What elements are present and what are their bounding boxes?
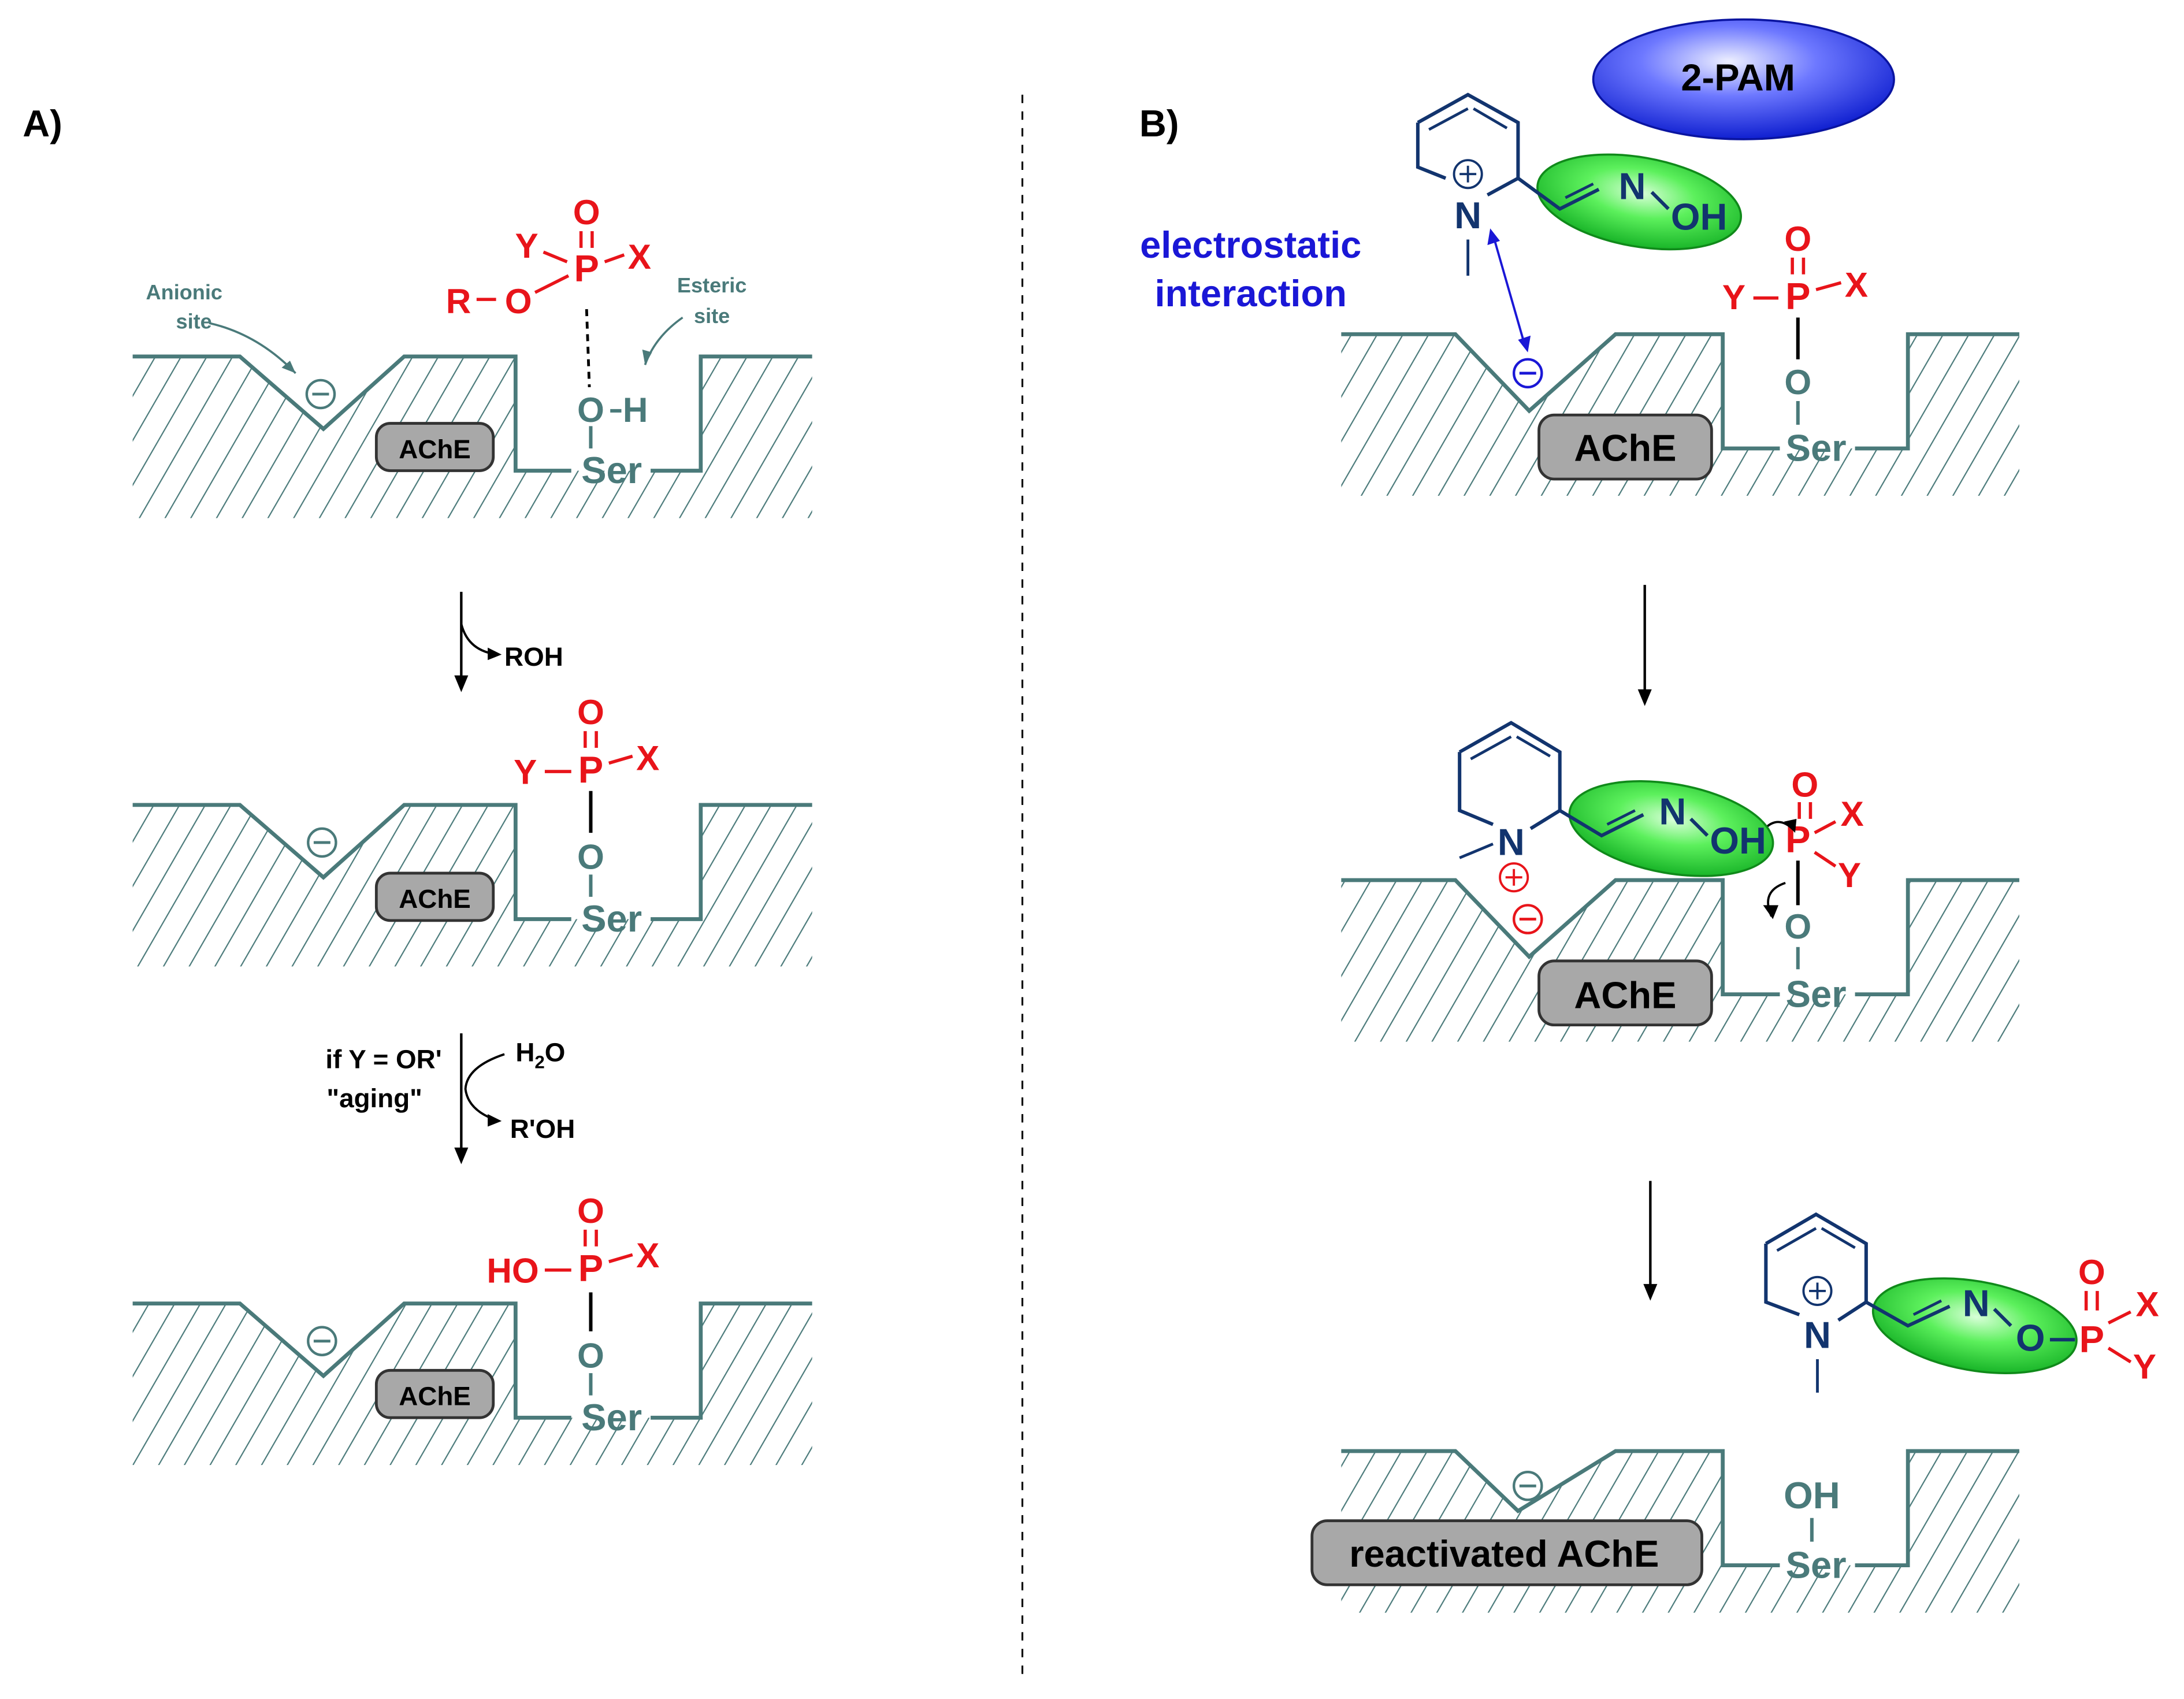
pam-badge: 2-PAM — [1592, 18, 1895, 140]
oxygen-top: O — [2078, 1252, 2105, 1292]
oxime-oxygen: O — [2016, 1317, 2045, 1359]
panel-b-stage-2: AChE Ser O P O X Y N N OH — [1341, 721, 2019, 1042]
ring-nitrogen: N — [1804, 1314, 1831, 1356]
aging-name: "aging" — [326, 1084, 422, 1113]
ache-label: AChE — [1574, 974, 1676, 1017]
anionic-site-label-2: site — [176, 310, 212, 333]
interaction-label: interaction — [1154, 272, 1347, 314]
esteric-site-label: Esteric — [677, 273, 746, 297]
oxime-nitrogen: N — [1963, 1282, 1990, 1324]
ache-label: AChE — [399, 435, 471, 464]
oxygen-link: O — [505, 281, 532, 321]
substituent-y: Y — [1838, 855, 1861, 895]
ache-label: AChE — [1574, 427, 1676, 469]
substituent-y: Y — [515, 226, 538, 265]
pam-label: 2-PAM — [1681, 57, 1795, 99]
ache-box — [1310, 1519, 1703, 1586]
ser-oxygen: O — [1784, 362, 1811, 402]
positive-charge-icon — [1802, 1275, 1833, 1306]
oxygen-top: O — [577, 692, 604, 732]
phosphorus: P — [574, 247, 599, 290]
oxime-hydroxyl: OH — [1671, 196, 1728, 238]
oxime-hydroxyl: OH — [1710, 819, 1766, 862]
ser-label: Ser — [1786, 973, 1847, 1015]
ser-label: Ser — [581, 1396, 642, 1438]
substituent-x: X — [1841, 794, 1864, 833]
substituent-y: Y — [2133, 1347, 2156, 1386]
oxygen-top: O — [573, 192, 600, 232]
ser-label: Ser — [581, 897, 642, 940]
panel-b-stage-1: AChE Ser O P O Y X N N OH — [1341, 92, 2019, 496]
byproduct-roh-prime: R'OH — [510, 1114, 575, 1144]
ser-label: Ser — [1786, 1544, 1847, 1586]
step-arrow-1: ROH — [454, 592, 563, 692]
phosphorus: P — [578, 1247, 603, 1289]
ser-oxygen: O — [577, 390, 604, 429]
oxygen-top: O — [577, 1191, 604, 1230]
substituent-x: X — [636, 739, 659, 778]
substituent-x: X — [628, 237, 651, 276]
substituent-x: X — [1845, 265, 1868, 304]
pyridine-ring — [1764, 1212, 1868, 1316]
ache-label: AChE — [399, 1382, 471, 1411]
substituent-y: Y — [514, 752, 537, 792]
ache-box — [1537, 959, 1713, 1027]
substituent-x: X — [636, 1236, 659, 1275]
oxygen-top: O — [1784, 219, 1811, 258]
esteric-site-label-2: site — [694, 304, 730, 328]
ring-nitrogen: N — [1454, 194, 1481, 236]
anionic-site-label: Anionic — [146, 280, 222, 304]
ache-box — [374, 871, 495, 922]
panel-b-label: B) — [1139, 102, 1179, 144]
hydroxyl-ho: HO — [486, 1251, 538, 1290]
ser-oxygen: O — [577, 1336, 604, 1375]
step-arrow-b1 — [1637, 585, 1652, 706]
ache-box — [374, 422, 495, 472]
substituent-r: R — [446, 281, 471, 321]
electrostatic-label: electrostatic — [1140, 224, 1361, 266]
oxime-highlight — [1536, 153, 1743, 251]
aging-condition: if Y = OR' — [325, 1044, 441, 1074]
panel-a-label: A) — [23, 102, 62, 144]
ache-box — [1537, 413, 1713, 481]
ser-oxygen: O — [1784, 907, 1811, 946]
positive-charge-icon — [1453, 159, 1483, 190]
ache-label: AChE — [399, 884, 471, 914]
step-arrow-2: if Y = OR' "aging" H2O R'OH — [325, 1033, 575, 1164]
positive-charge-icon — [1499, 862, 1529, 893]
ser-oxygen: O — [577, 837, 604, 877]
panel-a-stage-1: AChE Ser O H P O Y X O R Anionic site Es… — [132, 192, 812, 518]
ser-label: Ser — [581, 449, 642, 491]
panel-a-stage-3: AChE Ser O P O HO X — [132, 1191, 812, 1466]
ache-box — [374, 1368, 495, 1419]
oxime-nitrogen: N — [1619, 165, 1646, 207]
byproduct-roh: ROH — [504, 642, 563, 672]
oxime-nitrogen: N — [1659, 791, 1686, 833]
oxime-highlight — [1568, 780, 1774, 877]
ser-label: Ser — [1786, 427, 1847, 469]
panel-b-stage-3: reactivated AChE Ser OH N N O P O X Y — [1310, 1212, 2159, 1613]
pyridine-ring — [1458, 721, 1562, 826]
phosphorus: P — [2079, 1318, 2104, 1360]
panel-a-stage-2: AChE Ser O P O Y X — [132, 692, 812, 967]
ring-nitrogen: N — [1498, 821, 1525, 863]
phosphorus: P — [578, 748, 603, 791]
step-arrow-b2 — [1643, 1181, 1658, 1301]
ache-label: reactivated AChE — [1349, 1533, 1659, 1575]
oxygen-top: O — [1791, 765, 1818, 804]
ser-hydrogen: H — [623, 390, 648, 429]
substituent-x: X — [2136, 1284, 2159, 1323]
pyridine-ring — [1416, 92, 1520, 180]
reagent-water: H2O — [515, 1037, 565, 1072]
substituent-y: Y — [1722, 277, 1745, 317]
ser-hydroxyl: OH — [1784, 1474, 1840, 1516]
phosphorus: P — [1785, 275, 1810, 317]
